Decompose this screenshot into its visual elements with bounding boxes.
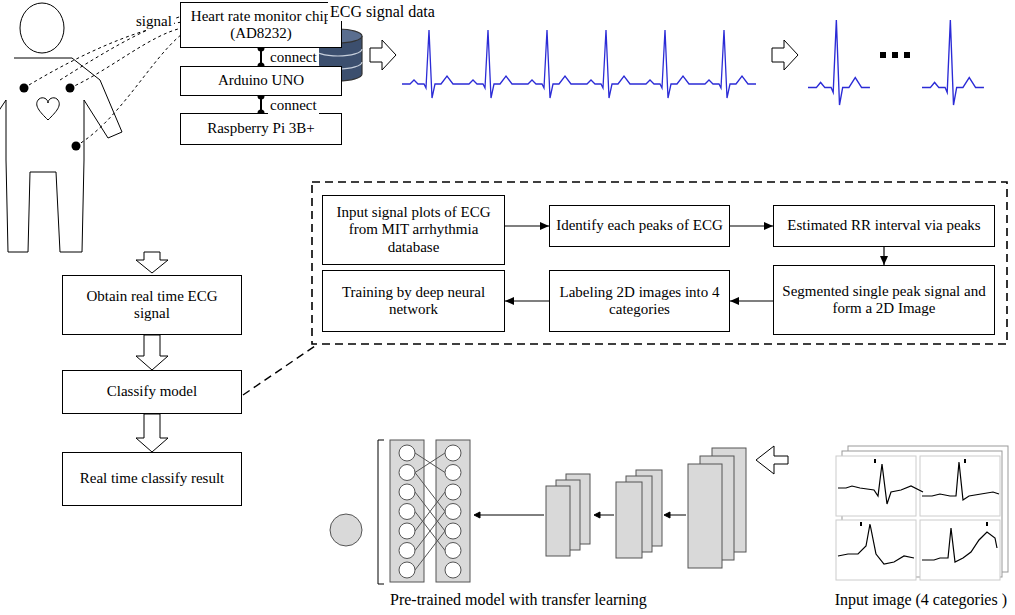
neuron bbox=[399, 543, 415, 559]
neuron bbox=[445, 465, 461, 481]
process-box: Estimated RR interval via peaks bbox=[773, 205, 995, 247]
connector-line bbox=[883, 247, 884, 265]
connector-line bbox=[730, 300, 773, 301]
connector bbox=[730, 301, 773, 302]
node-text: Raspberry Pi 3B+ bbox=[207, 120, 315, 137]
node-text: Labeling 2D images into 4 categories bbox=[556, 284, 723, 319]
connector bbox=[136, 335, 168, 370]
neuron-link bbox=[415, 473, 445, 512]
connector bbox=[505, 301, 549, 302]
signal-wires bbox=[24, 16, 182, 146]
neuron bbox=[445, 523, 461, 539]
neuron bbox=[445, 504, 461, 520]
hardware-box: Heart rate monitor chip (AD8232) bbox=[180, 2, 342, 48]
process-box: Segmented single peak signal and form a … bbox=[773, 265, 995, 335]
neuron bbox=[399, 465, 415, 481]
hardware-box: Raspberry Pi 3B+ bbox=[180, 113, 342, 145]
process-box: Identify each peaks of ECG bbox=[549, 205, 730, 247]
neuron bbox=[399, 445, 415, 461]
electrode-dots bbox=[20, 84, 81, 151]
hollow-arrow bbox=[136, 335, 168, 370]
node-text: Estimated RR interval via peaks bbox=[787, 217, 980, 234]
connector-line bbox=[505, 300, 549, 301]
input-images bbox=[836, 456, 1000, 580]
hollow-arrow bbox=[370, 40, 396, 70]
text-label: signal bbox=[134, 12, 174, 30]
ellipsis-dots bbox=[880, 52, 910, 58]
hollow-arrow bbox=[136, 252, 168, 273]
single-beat-plot bbox=[808, 20, 984, 105]
output-node bbox=[330, 514, 362, 546]
neuron bbox=[399, 484, 415, 500]
node-text: Identify each peaks of ECG bbox=[556, 217, 723, 234]
text-label: Pre-trained model with transfer learning bbox=[388, 590, 649, 609]
text-label: Input image (4 categories ) bbox=[833, 590, 1009, 609]
hollow-arrow bbox=[136, 414, 168, 452]
connector-line bbox=[505, 225, 549, 226]
dense-layers bbox=[390, 440, 470, 582]
process-box: Real time classify result bbox=[62, 452, 242, 506]
edge-label: connect bbox=[268, 48, 319, 66]
layer-arrows bbox=[474, 512, 686, 518]
connector bbox=[730, 226, 773, 227]
connector-line bbox=[730, 225, 773, 226]
connector bbox=[884, 247, 885, 265]
connector bbox=[136, 414, 168, 452]
neuron-link bbox=[415, 512, 445, 551]
neuron bbox=[445, 562, 461, 578]
node-text: Real time classify result bbox=[80, 470, 225, 487]
neuron-link bbox=[415, 492, 445, 531]
beat-images bbox=[838, 462, 999, 564]
process-box: Classify model bbox=[62, 370, 242, 414]
zoom-line bbox=[243, 344, 318, 395]
edge-label: connect bbox=[268, 96, 319, 114]
neuron bbox=[445, 484, 461, 500]
neuron bbox=[399, 504, 415, 520]
hardware-box: Arduino UNO bbox=[180, 66, 342, 96]
neuron bbox=[445, 543, 461, 559]
hollow-arrow bbox=[756, 446, 788, 474]
node-text: Arduino UNO bbox=[218, 72, 304, 89]
node-text: Segmented single peak signal and form a … bbox=[780, 283, 988, 318]
neuron bbox=[399, 562, 415, 578]
cnn-layers bbox=[546, 448, 746, 568]
neuron-link bbox=[415, 512, 445, 551]
text-label: ECG signal data bbox=[328, 2, 437, 21]
node-text: Heart rate monitor chip (AD8232) bbox=[187, 8, 335, 43]
node-text: Training by deep neural network bbox=[329, 284, 498, 319]
hollow-arrow bbox=[772, 40, 798, 70]
ecg-plot bbox=[402, 30, 756, 98]
peak-marks bbox=[860, 459, 988, 526]
neuron bbox=[445, 445, 461, 461]
node-text: Obtain real time ECG signal bbox=[69, 288, 235, 323]
neuron-link bbox=[415, 531, 445, 570]
process-box: Obtain real time ECG signal bbox=[62, 275, 242, 335]
neuron bbox=[399, 523, 415, 539]
process-box: Training by deep neural network bbox=[322, 270, 505, 332]
bracket bbox=[378, 440, 384, 584]
dashed-region bbox=[312, 182, 1007, 344]
node-text: Input signal plots of ECG from MIT arrhy… bbox=[329, 204, 498, 256]
person-figure bbox=[0, 3, 122, 252]
node-text: Classify model bbox=[107, 383, 197, 400]
connector bbox=[505, 226, 549, 227]
process-box: Labeling 2D images into 4 categories bbox=[549, 270, 730, 332]
neuron-link bbox=[415, 492, 445, 531]
process-box: Input signal plots of ECG from MIT arrhy… bbox=[322, 195, 505, 265]
neuron-link bbox=[415, 453, 445, 473]
neuron-link bbox=[415, 453, 445, 473]
